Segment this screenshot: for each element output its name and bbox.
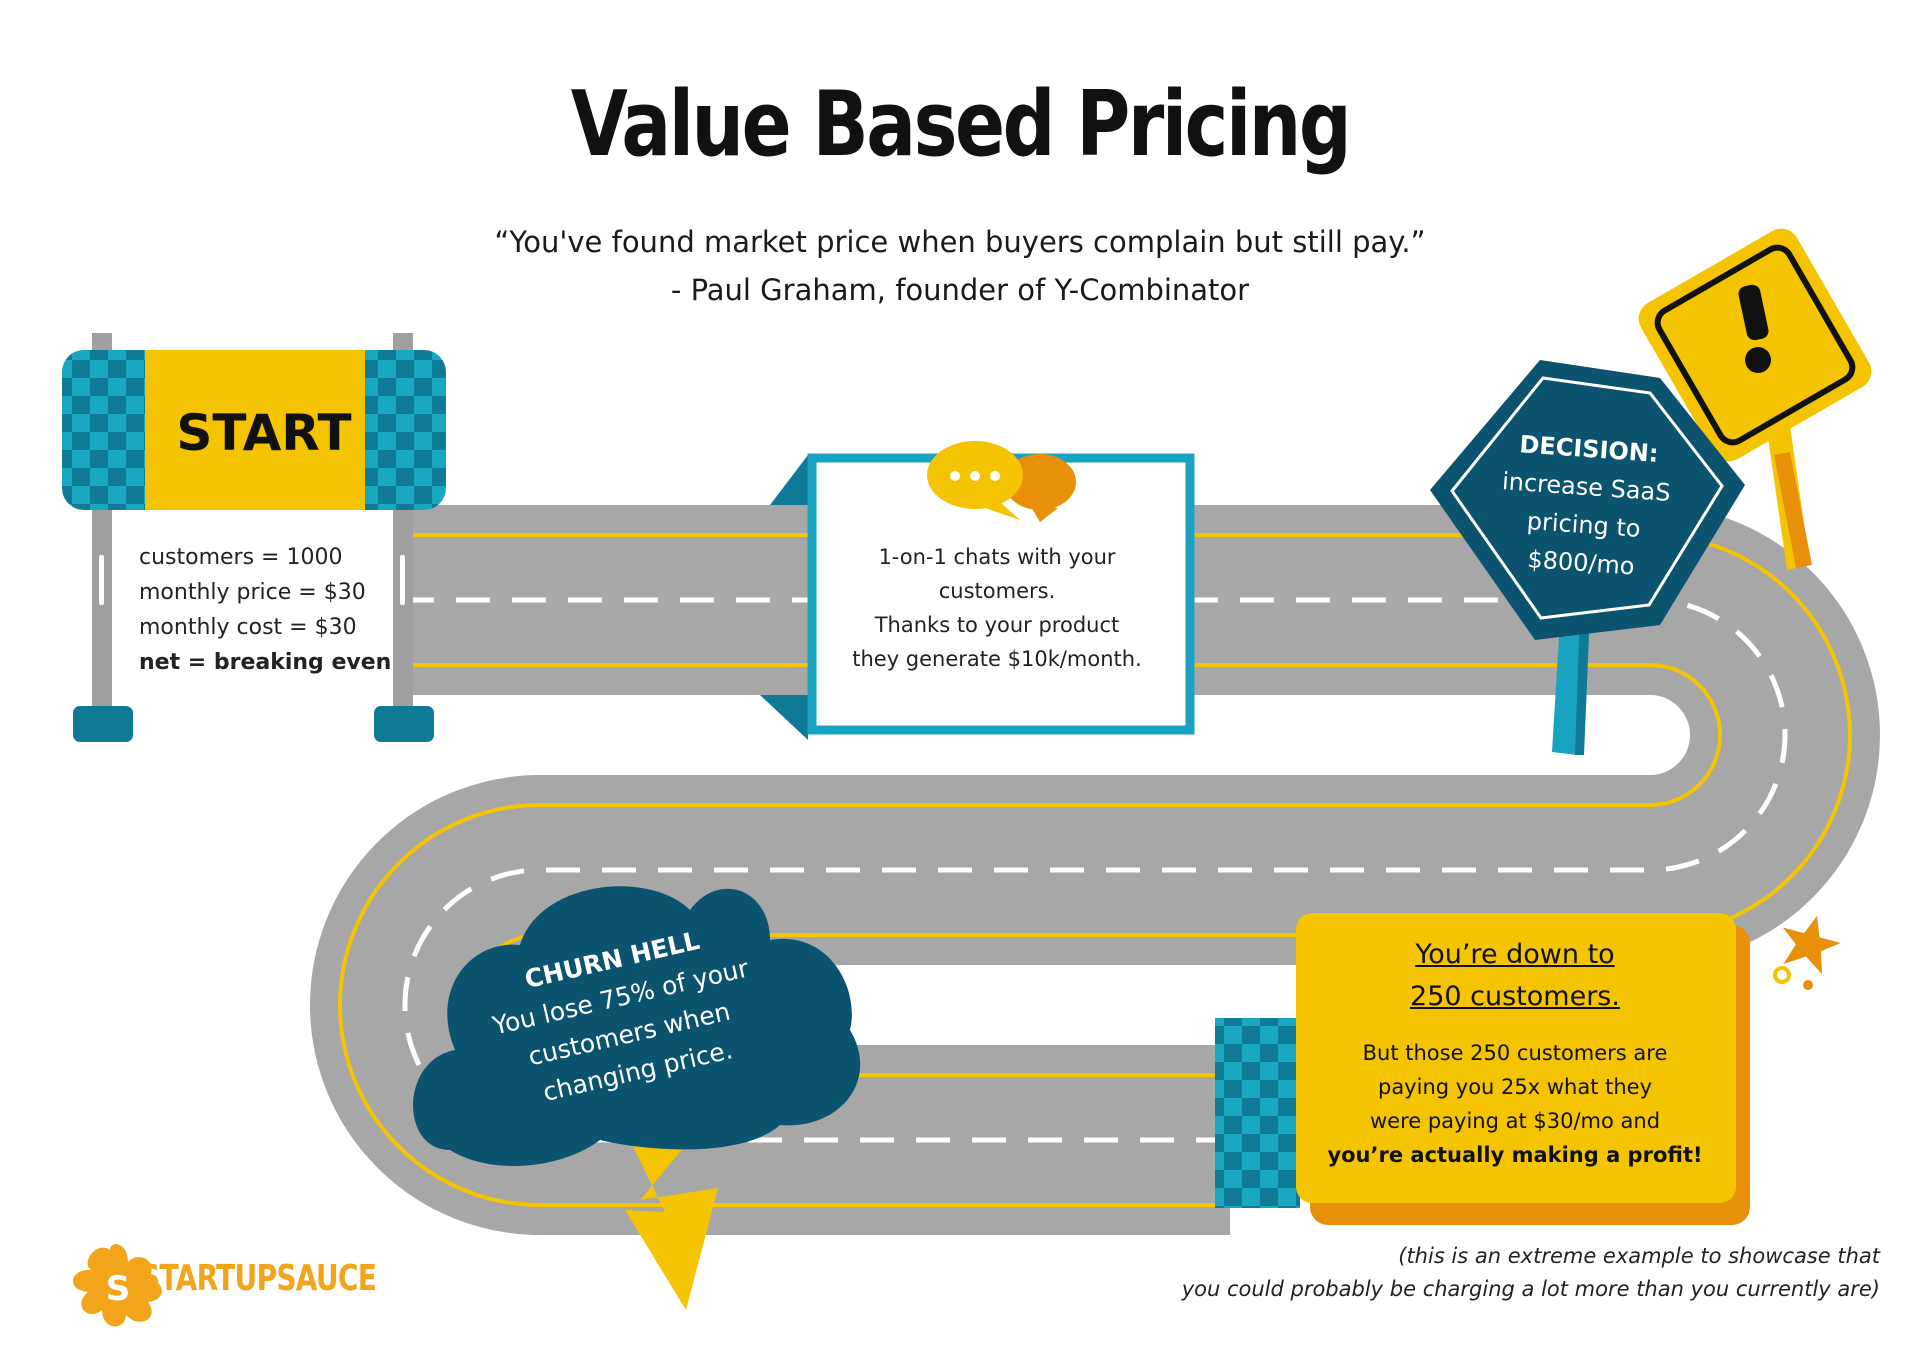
result-head-line-1: You’re down to <box>1415 939 1615 970</box>
result-line-1: But those 250 customers are <box>1362 1041 1668 1065</box>
chat-bubbles-icon <box>927 441 1076 522</box>
warning-sign <box>1638 228 1872 570</box>
chat-box-text: 1-on-1 chats with your customers. Thanks… <box>812 540 1182 676</box>
result-head-line-2: 250 customers. <box>1410 981 1620 1012</box>
chat-line-2: customers. <box>938 579 1056 603</box>
result-line-2: paying you 25x what they <box>1377 1075 1652 1099</box>
star-decor-icon <box>1773 915 1841 990</box>
result-heading: You’re down to 250 customers. <box>1320 934 1710 1018</box>
result-profit-line: you’re actually making a profit! <box>1327 1143 1703 1167</box>
decision-sign <box>1430 360 1745 755</box>
chat-line-4: they generate $10k/month. <box>852 647 1142 671</box>
stat-monthly-cost: monthly cost = $30 <box>139 615 357 640</box>
start-stats: customers = 1000 monthly price = $30 mon… <box>139 540 391 680</box>
page-title: Value Based Pricing <box>570 72 1352 177</box>
quote-block: “You've found market price when buyers c… <box>0 218 1920 314</box>
sauce-splash-icon: S <box>72 1244 162 1327</box>
stat-monthly-price: monthly price = $30 <box>139 580 366 605</box>
finish-checker-strip <box>1215 1018 1300 1208</box>
svg-text:S: S <box>106 1269 131 1309</box>
start-sign <box>62 333 446 742</box>
result-body: But those 250 customers are paying you 2… <box>1305 1036 1725 1172</box>
exclamation-icon <box>1738 284 1771 373</box>
stat-customers: customers = 1000 <box>139 545 343 570</box>
startupsauce-logo-text: STARTUPSAUCE <box>140 1258 377 1299</box>
result-box <box>1296 913 1750 1225</box>
stat-net: net = breaking even <box>139 650 392 675</box>
lightning-bolt-icon <box>625 1130 718 1310</box>
quote-attribution: - Paul Graham, founder of Y-Combinator <box>670 273 1250 307</box>
chat-line-3: Thanks to your product <box>874 613 1120 637</box>
result-line-3: were paying at $30/mo and <box>1369 1109 1661 1133</box>
quote-text: “You've found market price when buyers c… <box>494 225 1426 259</box>
footnote: (this is an extreme example to showcase … <box>1000 1240 1880 1306</box>
chat-line-1: 1-on-1 chats with your <box>878 545 1116 569</box>
footnote-line-1: (this is an extreme example to showcase … <box>1398 1244 1880 1268</box>
churn-cloud <box>413 886 861 1167</box>
footnote-line-2: you could probably be charging a lot mor… <box>1181 1277 1880 1301</box>
decision-text: DECISION: increase SaaS pricing to $800/… <box>1465 422 1705 590</box>
start-label: START <box>176 404 352 462</box>
